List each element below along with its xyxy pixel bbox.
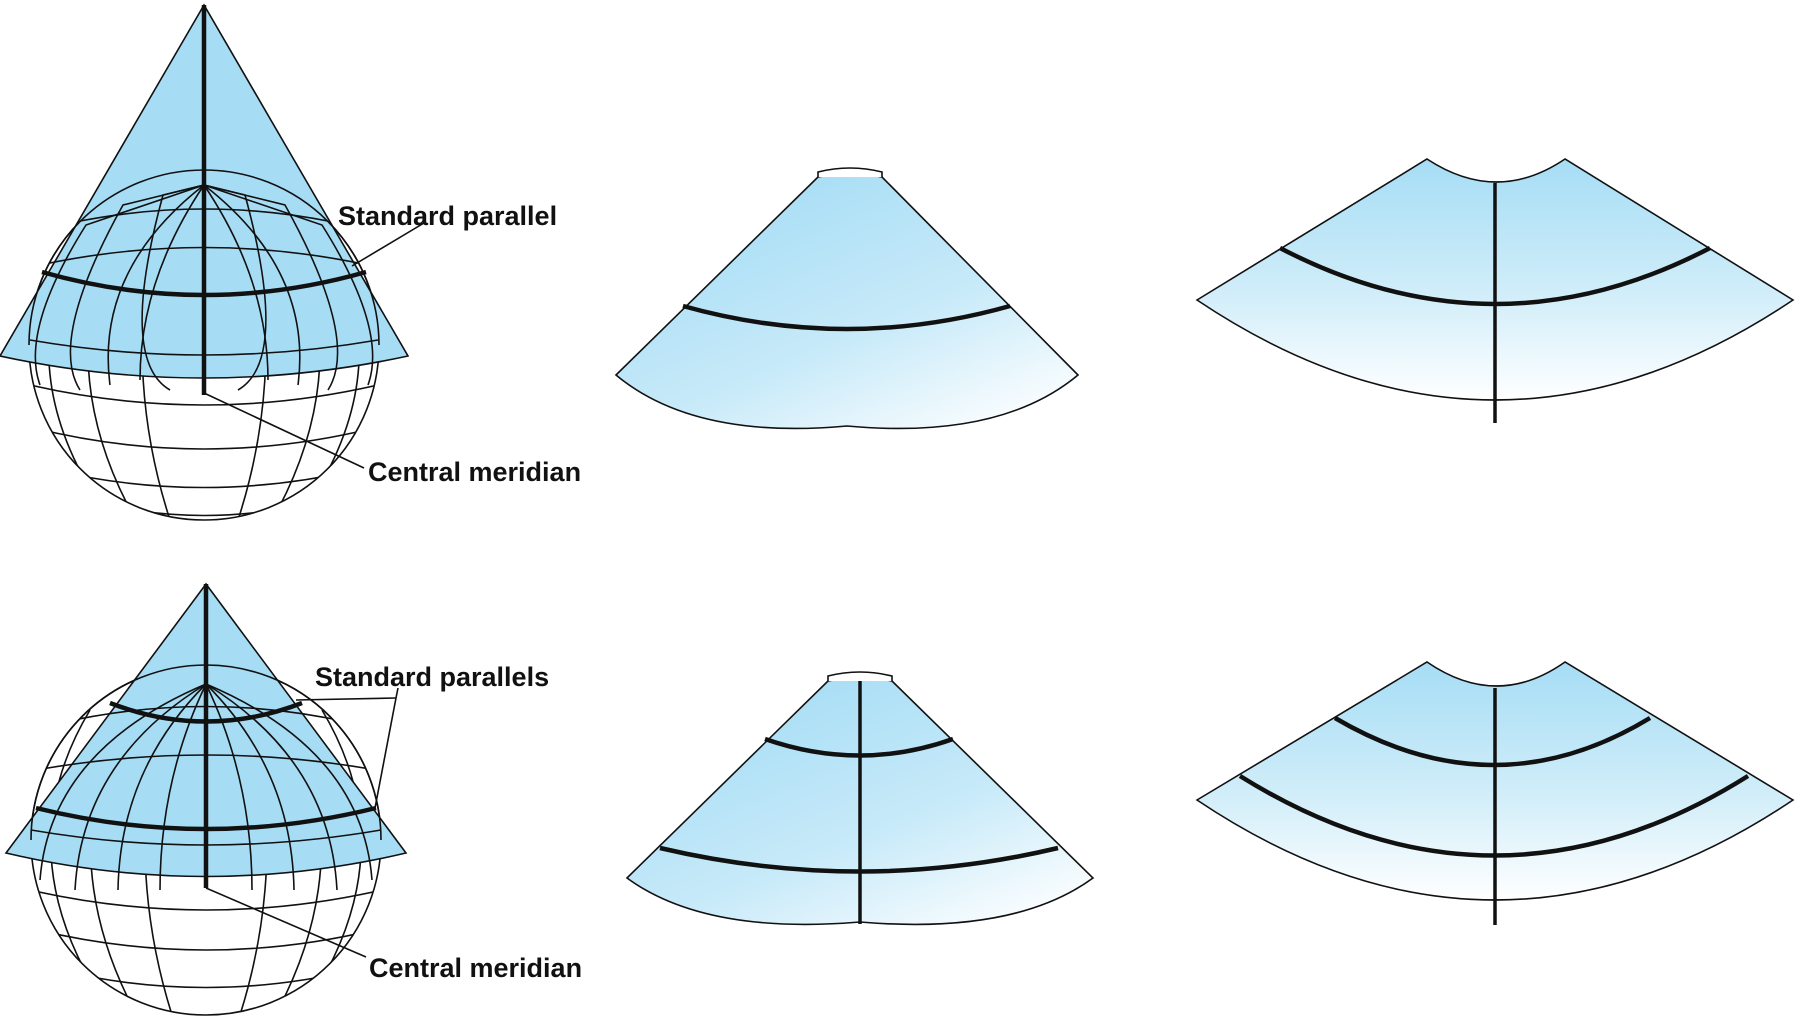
upper-graticule bbox=[31, 683, 381, 891]
standard-parallel-line bbox=[682, 303, 1011, 332]
leader-standard-parallels-b bbox=[374, 697, 397, 809]
fan-projection-double bbox=[1195, 661, 1795, 925]
label-standard-parallels: Standard parallels bbox=[315, 662, 549, 692]
cone-top-notch bbox=[827, 671, 893, 681]
leader-central-meridian bbox=[205, 887, 367, 958]
label-standard-parallel: Standard parallel bbox=[338, 201, 557, 231]
fan-projection-single bbox=[1195, 158, 1795, 423]
cone-top-notch bbox=[817, 167, 883, 177]
unrolled-cone-double bbox=[625, 671, 1095, 926]
leader-central-meridian bbox=[203, 392, 365, 469]
tangent-cone-globe: Standard parallel Central meridian bbox=[0, 3, 581, 521]
secant-cone-globe: Standard parallels Central meridian bbox=[4, 582, 582, 1016]
cone-sheet bbox=[614, 172, 1080, 430]
label-central-meridian: Central meridian bbox=[368, 457, 581, 487]
unrolled-cone-single bbox=[614, 167, 1080, 430]
leader-standard-parallels-c bbox=[395, 687, 399, 699]
leader-standard-parallel bbox=[351, 222, 425, 267]
leader-standard-parallels-a bbox=[295, 697, 397, 701]
label-central-meridian: Central meridian bbox=[369, 953, 582, 983]
